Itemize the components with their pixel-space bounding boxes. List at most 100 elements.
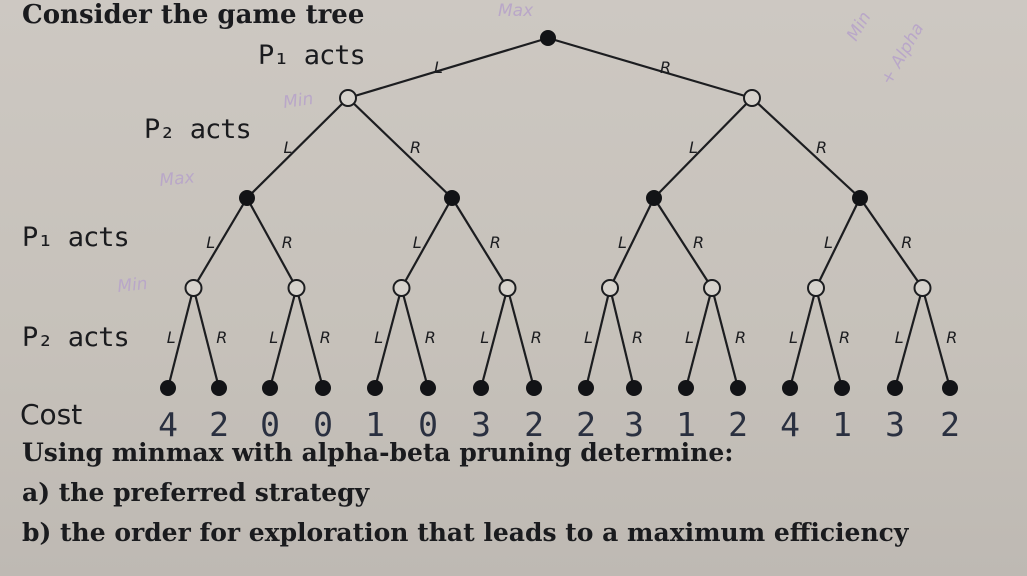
edge-label-right: R [320, 328, 331, 347]
tree-edge [246, 197, 298, 289]
edge-label-left: L [206, 233, 215, 252]
min-node [498, 279, 517, 297]
tree-edge [584, 287, 612, 389]
edge-label-right: R [282, 233, 293, 252]
handwritten-note: Max [498, 1, 534, 21]
max-node [444, 190, 460, 206]
cost-value: 0 [313, 405, 333, 444]
tree-edge [400, 287, 430, 389]
min-node [184, 279, 203, 297]
cost-value: 0 [260, 405, 280, 444]
min-node [807, 279, 825, 297]
leaf-node [578, 380, 594, 396]
leaf-node [887, 380, 903, 396]
cost-value: 3 [885, 405, 905, 444]
min-node [601, 279, 619, 297]
tree-edge [373, 287, 403, 389]
leaf-node [420, 380, 436, 396]
edge-label-right: R [693, 233, 704, 252]
tree-edge [788, 287, 818, 389]
max-node [852, 190, 868, 206]
tree-edge [400, 197, 453, 289]
edge-label-right: R [901, 233, 912, 252]
level-label-3: P₁ acts [22, 222, 130, 253]
tree-edge [684, 287, 714, 389]
edge-label-right: R [946, 328, 957, 347]
leaf-node [160, 380, 176, 396]
cost-value: 3 [624, 405, 644, 444]
question-a: a) the preferred strategy [22, 478, 370, 507]
leaf-node [942, 380, 958, 396]
tree-edge [859, 197, 924, 289]
cost-value: 1 [676, 405, 696, 444]
leaf-node [834, 380, 850, 396]
leaf-node [730, 380, 746, 396]
leaf-node [678, 380, 694, 396]
edge-label-left: L [167, 328, 176, 347]
cost-value: 4 [158, 405, 178, 444]
leaf-node [626, 380, 642, 396]
edge-label-right: R [531, 328, 542, 347]
min-node [287, 279, 306, 297]
edge-label-left: L [480, 328, 489, 347]
leaf-node [367, 380, 383, 396]
tree-edge [814, 287, 844, 389]
edge-label-left: L [584, 328, 593, 347]
handwritten-note: Min [116, 274, 148, 297]
tree-edge [166, 287, 195, 389]
min-node [913, 279, 932, 297]
edge-label-right: R [425, 328, 436, 347]
tree-edge [479, 287, 509, 389]
edge-label-right: R [839, 328, 850, 347]
min-node [743, 89, 761, 107]
edge-label-right: R [216, 328, 227, 347]
tree-edge [653, 197, 713, 289]
edge-label-right: R [660, 58, 671, 77]
cost-value: 4 [780, 405, 800, 444]
handwritten-note: + Alpha [877, 20, 928, 89]
leaf-node [211, 380, 227, 396]
tree-edge [192, 197, 248, 289]
leaf-node [262, 380, 278, 396]
edge-label-left: L [895, 328, 904, 347]
tree-edge [547, 36, 753, 100]
edge-label-right: R [816, 138, 827, 157]
cost-value: 2 [209, 405, 229, 444]
edge-label-right: R [735, 328, 746, 347]
handwritten-note: Max [158, 167, 196, 191]
level-label-2: P₂ acts [144, 114, 252, 145]
edge-label-left: L [685, 328, 694, 347]
edge-label-left: L [789, 328, 798, 347]
cost-value: 2 [940, 405, 960, 444]
problem-title: Consider the game tree [22, 0, 365, 30]
leaf-node [473, 380, 489, 396]
level-label-4: P₂ acts [22, 322, 130, 353]
cost-row-label: Cost [20, 398, 83, 431]
cost-value: 2 [728, 405, 748, 444]
tree-edge [609, 197, 655, 289]
question-heading: Using minmax with alpha-beta pruning det… [22, 438, 734, 467]
tree-edge [347, 36, 549, 100]
max-node [646, 190, 662, 206]
tree-edge [608, 287, 636, 389]
cost-value: 3 [471, 405, 491, 444]
tree-edge [710, 287, 740, 389]
edge-label-left: L [824, 233, 833, 252]
tree-edge [751, 97, 861, 199]
tree-edge [295, 287, 325, 389]
tree-edge [815, 197, 861, 289]
edge-label-left: L [269, 328, 278, 347]
tree-edge [506, 287, 536, 389]
leaf-node [315, 380, 331, 396]
tree-edge [347, 97, 453, 199]
tree-edge [451, 197, 509, 289]
min-node [392, 279, 411, 297]
edge-label-left: L [689, 138, 698, 157]
leaf-node [782, 380, 798, 396]
tree-edge [192, 287, 221, 389]
tree-edge [653, 97, 753, 199]
tree-edge [268, 287, 298, 389]
cost-value: 1 [832, 405, 852, 444]
